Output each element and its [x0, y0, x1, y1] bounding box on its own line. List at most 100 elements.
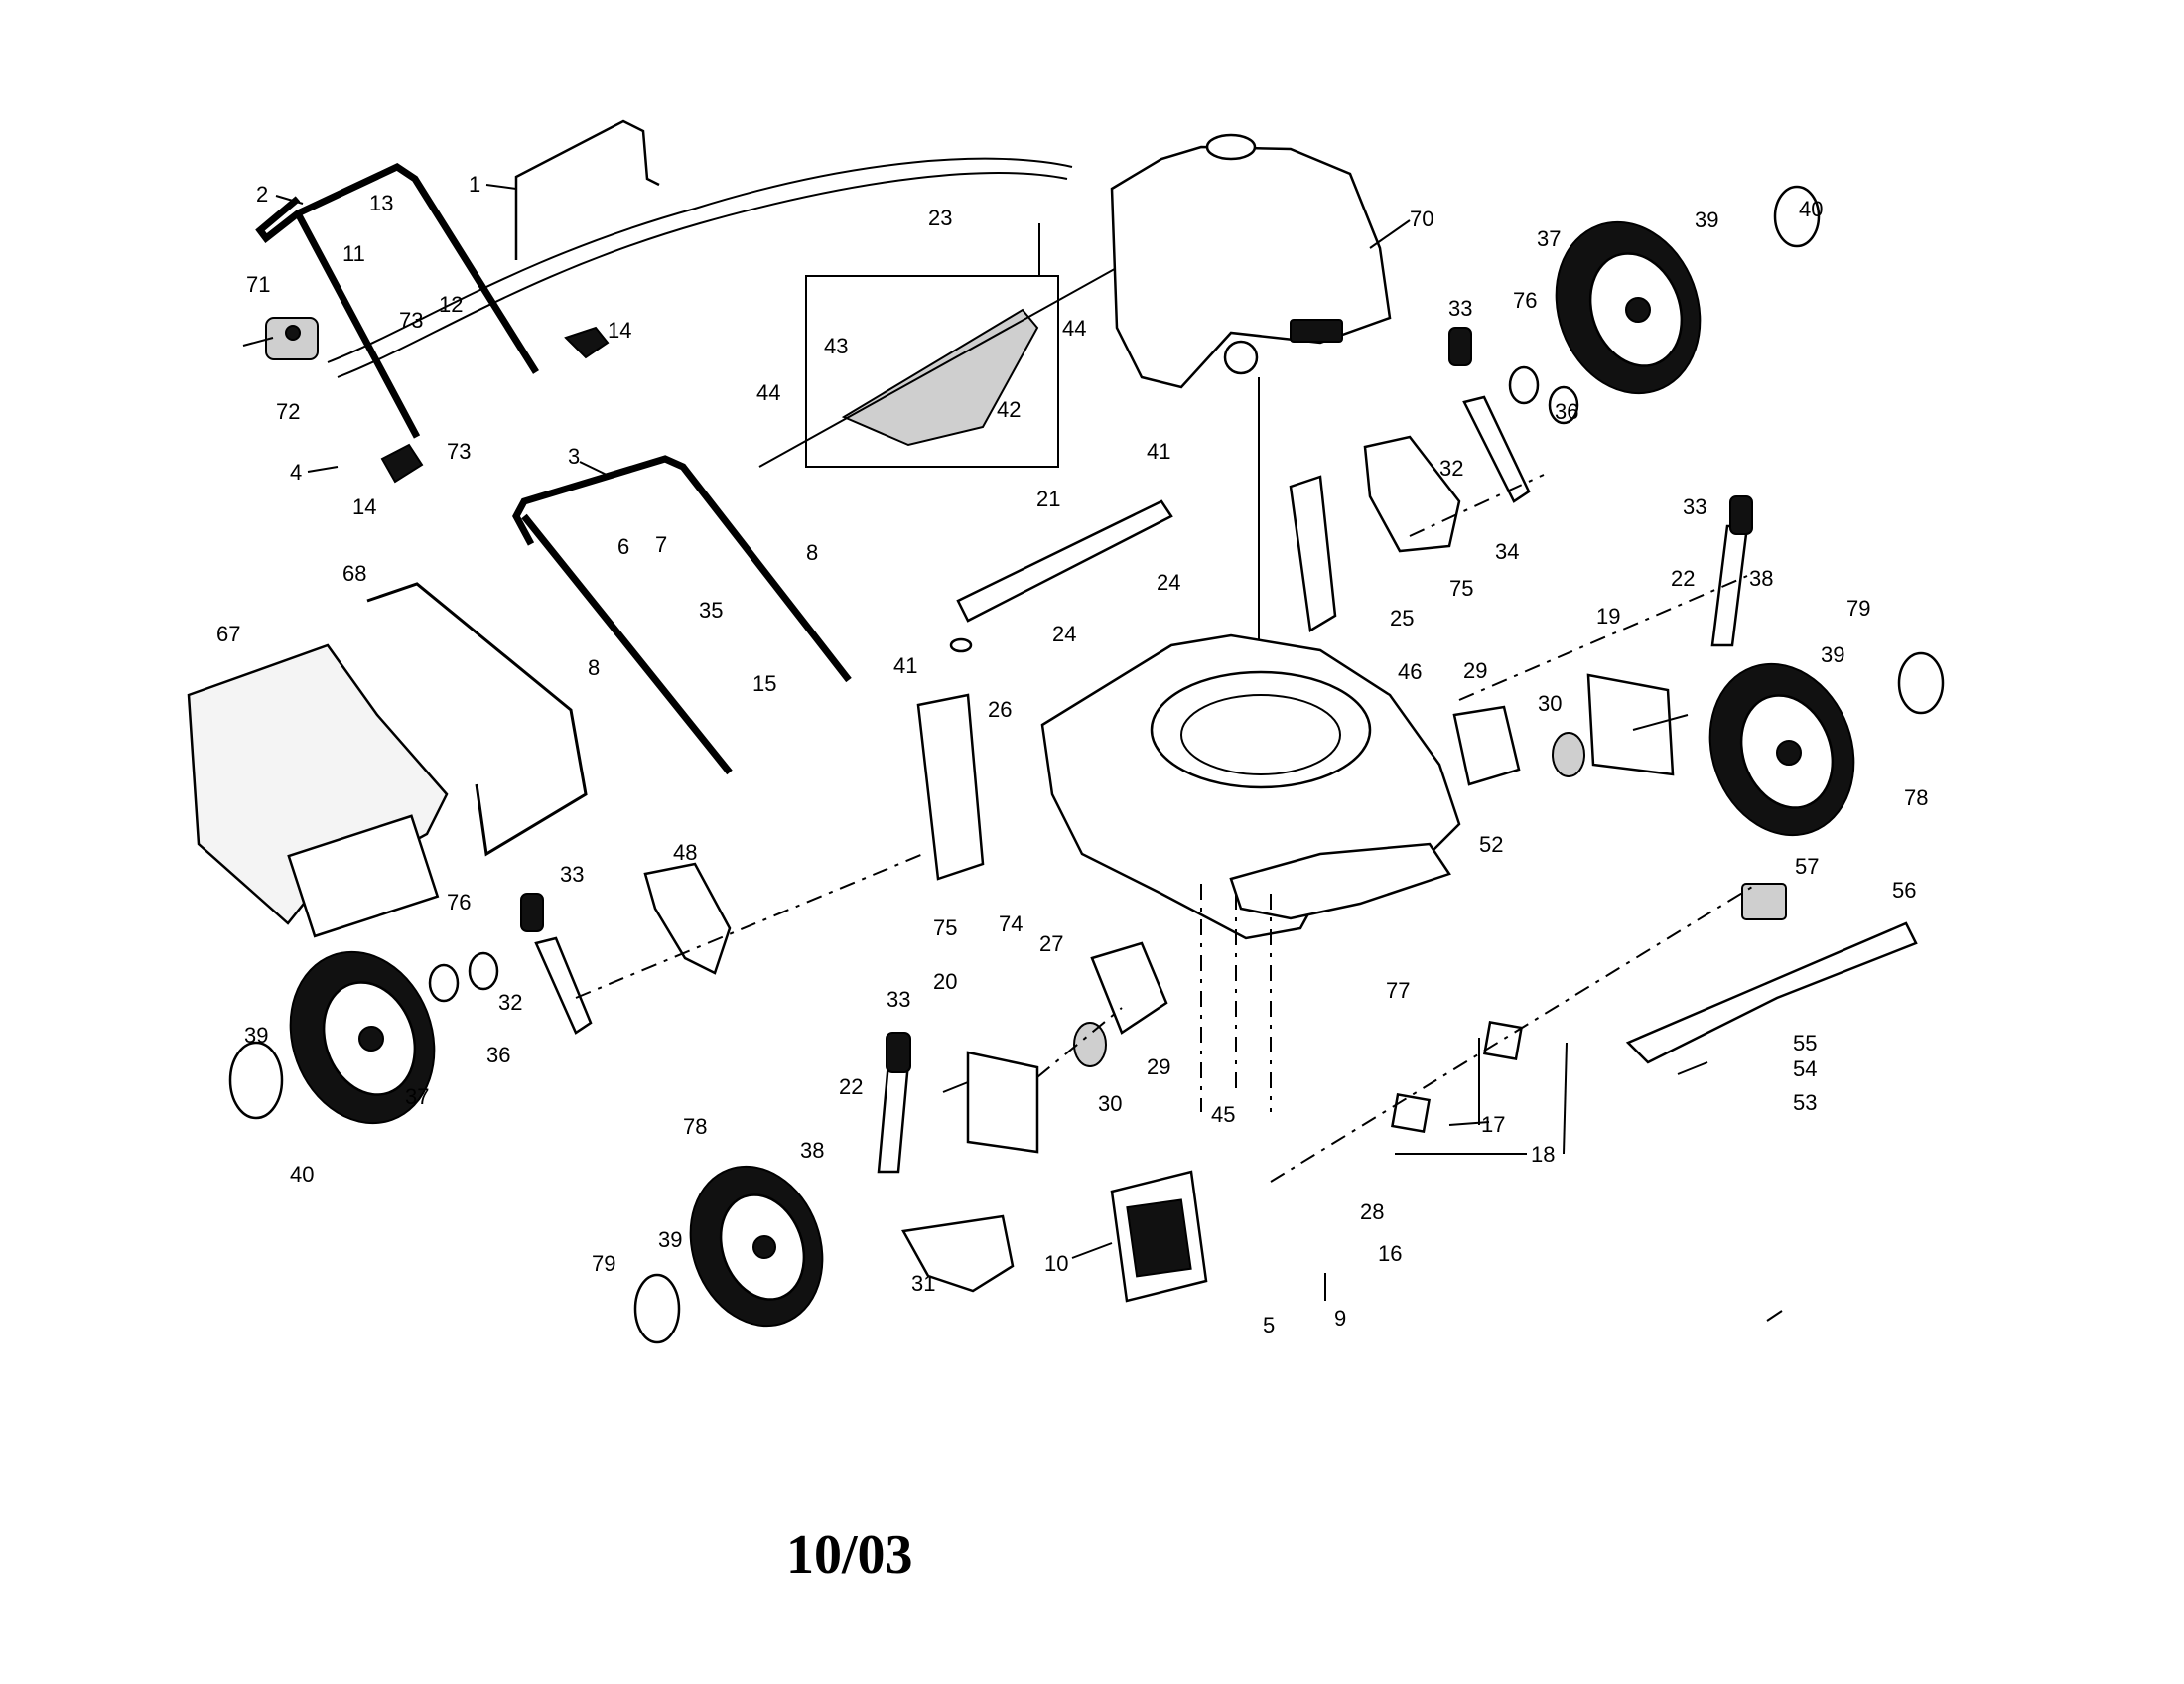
callout-39b: 39	[1821, 642, 1844, 667]
callout-55: 55	[1793, 1031, 1817, 1055]
lever-22-top	[1710, 524, 1749, 647]
knob-33-bottom	[886, 1032, 911, 1073]
throttle-cable-outer	[337, 172, 1068, 378]
callout-23: 23	[928, 206, 952, 230]
callout-32b: 32	[498, 990, 522, 1015]
plate-17a	[1391, 1093, 1431, 1133]
callout-37a: 37	[1537, 226, 1561, 251]
lever-32-top	[1462, 395, 1531, 503]
callout-8a: 8	[806, 540, 818, 565]
callout-77: 77	[1386, 978, 1410, 1003]
callout-11: 11	[342, 241, 365, 266]
callout-25: 25	[1390, 606, 1414, 631]
callout-53: 53	[1793, 1090, 1817, 1115]
callout-13: 13	[369, 191, 393, 215]
blade-adapter	[1741, 883, 1787, 920]
callout-76a: 76	[1513, 288, 1537, 313]
callout-37b: 37	[405, 1084, 429, 1109]
hubcap-79-left	[633, 1273, 681, 1344]
callout-14a: 14	[608, 318, 631, 343]
engine-cap	[1205, 133, 1257, 161]
callout-79a: 79	[1846, 596, 1870, 621]
callout-44b: 44	[1062, 316, 1086, 341]
hubcap-40-bottom	[228, 1041, 284, 1120]
deflector-31	[901, 1214, 1015, 1293]
callout-42: 42	[997, 397, 1021, 422]
callout-48: 48	[673, 840, 697, 865]
callout-44a: 44	[756, 380, 780, 405]
lever-32-bottom	[534, 936, 593, 1035]
callout-71: 71	[246, 272, 270, 297]
wheel-rear-right	[1555, 220, 1702, 395]
callout-20: 20	[933, 969, 957, 994]
plate-17b	[1483, 1021, 1523, 1060]
callout-14b: 14	[352, 494, 376, 519]
bracket-29a	[1452, 705, 1521, 786]
wheel-front-right	[689, 1165, 824, 1328]
wing-knob-upper	[564, 326, 610, 359]
knob-33-left	[520, 893, 544, 932]
callout-7: 7	[655, 532, 667, 557]
callout-52: 52	[1479, 832, 1503, 857]
callout-41a: 41	[1147, 439, 1170, 464]
callout-15: 15	[752, 671, 776, 696]
washer-76-top-b	[1548, 385, 1579, 425]
callout-39d: 39	[658, 1227, 682, 1252]
callout-33a: 33	[1448, 296, 1472, 321]
deck-opening	[1150, 670, 1372, 789]
callout-78b: 78	[683, 1114, 707, 1139]
callout-16: 16	[1378, 1241, 1402, 1266]
callout-26: 26	[988, 697, 1012, 722]
callout-29a: 29	[1463, 658, 1487, 683]
washer-30-right	[1552, 732, 1585, 777]
callout-76b: 76	[447, 890, 471, 914]
bracket-29b	[1090, 941, 1168, 1035]
leader-lines	[275, 184, 1783, 1322]
callout-34: 34	[1495, 539, 1519, 564]
callout-19: 19	[1596, 604, 1620, 629]
callout-4: 4	[290, 460, 302, 485]
callout-40a: 40	[1799, 197, 1823, 221]
callout-40b: 40	[290, 1162, 314, 1187]
callout-45: 45	[1211, 1102, 1235, 1127]
callout-43: 43	[824, 334, 848, 358]
callout-22b: 22	[839, 1074, 863, 1099]
callout-24a: 24	[1157, 570, 1180, 595]
washer-76-top-a	[1508, 365, 1540, 405]
bolt-72	[242, 337, 274, 347]
callout-31: 31	[911, 1271, 935, 1296]
callout-79b: 79	[592, 1251, 615, 1276]
callout-73a: 73	[399, 308, 423, 333]
callout-78a: 78	[1904, 785, 1928, 810]
callout-6: 6	[617, 534, 629, 559]
throttle-cable	[327, 157, 1073, 363]
assembly-line-rear-axle	[1409, 474, 1545, 537]
lower-handle	[512, 455, 852, 775]
upper-handle	[255, 162, 539, 439]
callout-70: 70	[1410, 207, 1433, 231]
bracket-19	[1586, 673, 1675, 776]
callout-54: 54	[1793, 1056, 1817, 1081]
hubcap-40-top	[1773, 185, 1821, 248]
callout-30b: 30	[1098, 1091, 1122, 1116]
hubcap-79-right	[1897, 651, 1945, 715]
throttle-inset-box	[805, 275, 1059, 468]
washer-30-left	[1073, 1022, 1107, 1067]
bracket-20	[966, 1051, 1039, 1154]
callout-35: 35	[699, 598, 723, 623]
callout-3: 3	[568, 444, 580, 469]
callout-17: 17	[1481, 1112, 1505, 1137]
callout-33c: 33	[560, 862, 584, 887]
lever-22-bottom	[877, 1060, 910, 1174]
callout-12: 12	[439, 292, 463, 317]
handle-knob-bolt	[285, 325, 301, 341]
callout-22a: 22	[1671, 566, 1695, 591]
callout-10: 10	[1044, 1251, 1068, 1276]
assembly-line-deck-blade	[1270, 883, 1758, 1183]
callout-labels: 1 2 3 4 5 6 7 8 8 9 10 11 12 13 14 14 15…	[216, 172, 1928, 1337]
callout-18: 18	[1531, 1142, 1555, 1167]
deck-front-lip	[1229, 842, 1451, 920]
rear-flap-rod	[949, 637, 973, 653]
knob-33-right	[1729, 495, 1753, 535]
